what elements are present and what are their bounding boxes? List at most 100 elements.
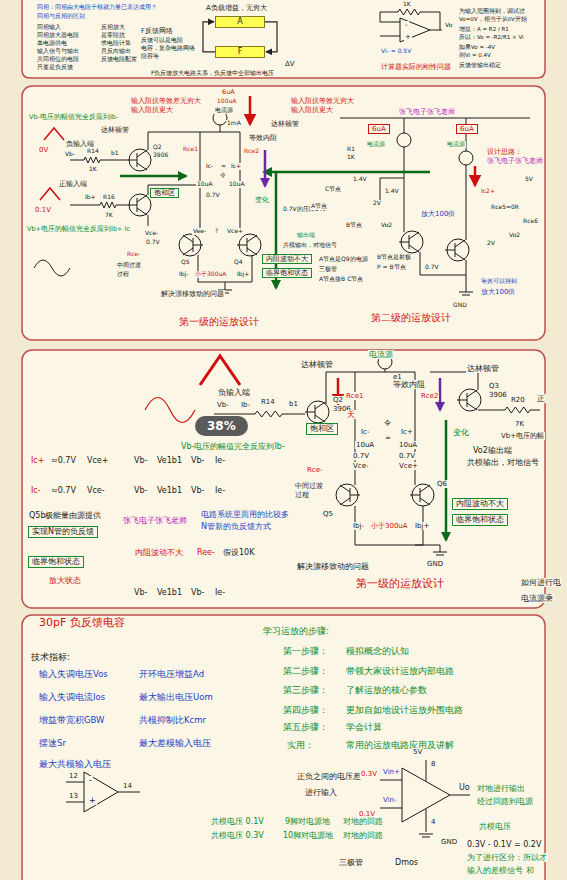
label-text: 反馈使输出稳定: [458, 62, 502, 68]
label-text: Ibj+: [414, 522, 430, 530]
label-text: 中间过渡: [294, 482, 324, 490]
label-text: 内阻波动不大: [134, 548, 184, 557]
label-text: Ree-: [196, 548, 216, 557]
transistor-symbol: [237, 235, 257, 255]
label-text: 30pF 负反馈电容: [38, 617, 126, 630]
label-text: Vo: [444, 22, 453, 29]
label-text: 第一步骤：: [282, 646, 329, 656]
label-text: 输入阻抗更大: [130, 106, 174, 114]
label-text: 最大差模输入电压: [138, 739, 212, 749]
label-text: Ic2+: [480, 188, 496, 195]
resistor-symbol: [398, 9, 420, 15]
label-text: Rce1: [345, 392, 364, 400]
label-text: Vo2输出端: [472, 446, 513, 455]
label-text: 技术指标:: [30, 652, 71, 662]
label-text: ≈0.7V: [50, 456, 77, 465]
label-text: b1: [288, 400, 299, 408]
label-text: 学会计算: [345, 722, 383, 732]
label-text: 输出端: [296, 232, 316, 239]
note-box: 内阻波动不大: [452, 498, 508, 510]
label-text: 变化: [452, 428, 470, 437]
label-text: R20: [510, 396, 526, 404]
label-text: 阻容等: [140, 53, 160, 60]
label-text: 0.7V: [145, 239, 161, 246]
label-text: 0V: [38, 146, 49, 154]
label-text: Q5: [322, 510, 334, 518]
note-box: 实现N管的负反馈: [28, 526, 98, 538]
label-text: 10脚对电源地: [282, 831, 334, 840]
label-text: 输入阻抗等效差无穷大: [130, 97, 202, 105]
label-text: Rce6: [522, 218, 539, 225]
label-text: 输入阻抗更大: [290, 106, 334, 114]
label-text: 带领大家设计运放内部电路: [345, 666, 455, 676]
label-text: 经过回路到电源: [476, 797, 534, 806]
label-text: 电路系统里面用的比较多: [200, 510, 290, 519]
label-text: 放大100倍: [480, 288, 516, 296]
block-box: A: [215, 16, 265, 28]
label-text: 4: [430, 818, 436, 826]
label-text: 0.3V: [360, 770, 378, 778]
transistor-symbol: [340, 485, 360, 505]
label-text: Ibj-: [352, 522, 365, 530]
transistor-symbol: [410, 485, 430, 505]
label-text: Rce2: [243, 148, 260, 155]
label-text: 小于300uA: [194, 271, 227, 278]
label-text: 10uA: [196, 181, 214, 188]
label-text: Vb-电压的幅值完全反应到Ib-: [28, 114, 119, 121]
label-text: ΔV: [284, 60, 296, 68]
label-text: B节点是射极: [376, 254, 412, 261]
label-text: 共模抑制比Kcmr: [138, 716, 207, 726]
label-text: A节点: [310, 203, 328, 210]
label-text: +: [88, 796, 97, 805]
label-text: 5V: [524, 176, 534, 183]
node-text: 临界饱和状态: [32, 557, 80, 566]
label-text: 了解运放的核心参数: [345, 685, 428, 695]
label-text: Vee-: [192, 228, 207, 235]
label-text: ≈: [384, 434, 392, 442]
label-text: 输入阻抗等效无穷大: [290, 97, 355, 105]
label-text: 输入的差模信号 和: [466, 866, 535, 875]
label-text: 同相输入: [36, 24, 62, 31]
note-box: 临界饱和状态: [452, 514, 508, 526]
label-text: R14: [86, 148, 100, 155]
label-text: 过程: [116, 271, 130, 278]
label-text: 0.3V - 0.1V = 0.2V: [466, 840, 542, 849]
label-text: 8: [430, 760, 436, 768]
note-box: 饱和区: [150, 188, 179, 198]
note-box: 6uA: [456, 124, 478, 134]
label-text: Ic-: [205, 163, 214, 170]
label-text: Q2: [152, 144, 163, 151]
label-text: 电流源乘: [520, 594, 554, 603]
label-text: 1.4V: [352, 176, 368, 183]
label-text: Vo2: [508, 232, 521, 239]
label-text: 解决漂移致动的问题: [160, 290, 225, 298]
label-text: C节点: [324, 186, 342, 193]
label-text: Ve1b1: [156, 486, 183, 495]
label-text: Vb-: [64, 151, 76, 158]
label-text: 负输入端: [217, 388, 251, 397]
label-text: Ib-: [240, 401, 251, 409]
label-text: Vb-: [133, 456, 148, 465]
node-text: 38%: [207, 419, 236, 433]
note-box: 临界饱和状态: [262, 268, 312, 278]
label-text: 电流源: [446, 141, 466, 148]
label-text: 第五步骤：: [282, 722, 329, 732]
label-text: 电流源: [214, 107, 234, 114]
label-text: Q5b极能量由源提供: [28, 511, 102, 520]
label-text: A负载增益，无穷大: [205, 4, 268, 12]
label-text: Ic+: [30, 456, 45, 465]
label-text: 输入失调电压Vos: [38, 670, 109, 680]
label-text: 等效内阻: [248, 134, 278, 142]
label-text: 回相与反相的区别: [36, 13, 86, 20]
label-text: 1K: [346, 154, 356, 161]
label-text: 张飞电子张飞老师: [486, 158, 544, 165]
label-text: 只要是负反馈: [36, 64, 74, 71]
label-text: 9脚对电源地: [284, 817, 331, 826]
resistor-symbol: [100, 202, 116, 208]
label-text: GND: [426, 560, 444, 568]
label-text: Ib+: [84, 194, 97, 201]
label-text: 0.1V: [34, 206, 52, 214]
label-text: 1K: [88, 166, 98, 173]
label-text: 常用的运放电路应用及讲解: [345, 740, 455, 750]
label-text: 第一级的运放设计: [178, 316, 260, 328]
